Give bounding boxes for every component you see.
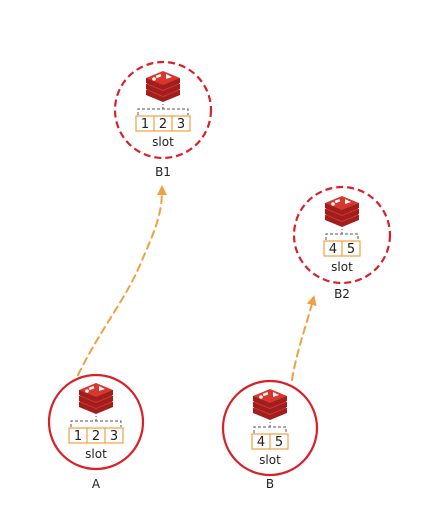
slot-cell-5: 5 <box>275 435 283 450</box>
redis-stack-icon <box>253 389 287 420</box>
slot-cell-1: 1 <box>141 117 149 132</box>
slot-cell-1: 1 <box>74 429 82 444</box>
node-b2-circle <box>292 185 392 285</box>
node-b1-circle <box>113 60 213 160</box>
node-a-circle <box>47 373 145 471</box>
slot-label: slot <box>85 447 107 461</box>
node-b-circle <box>221 379 319 477</box>
slot-cell-4: 4 <box>257 435 265 450</box>
slot-cell-2: 2 <box>159 117 167 132</box>
slot-cell-3: 3 <box>177 117 185 132</box>
slot-cell-5: 5 <box>347 242 355 257</box>
slot-label: slot <box>259 453 281 467</box>
node-name-b1: B1 <box>155 165 171 179</box>
node-name-a: A <box>92 477 101 491</box>
edges-layer <box>77 185 317 381</box>
slot-cell-3: 3 <box>110 429 118 444</box>
node-name-b2: B2 <box>334 287 350 301</box>
redis-stack-icon <box>146 71 180 102</box>
node-name-b: B <box>266 477 274 491</box>
slot-cell-2: 2 <box>92 429 100 444</box>
redis-stack-icon <box>79 383 113 414</box>
migration-arrow-b-to-b2 <box>291 295 317 381</box>
slot-cell-4: 4 <box>329 242 337 257</box>
migration-arrow-a-to-b1 <box>77 185 167 376</box>
slot-label: slot <box>331 260 353 274</box>
redis-stack-icon <box>325 196 359 227</box>
slot-label: slot <box>152 135 174 149</box>
